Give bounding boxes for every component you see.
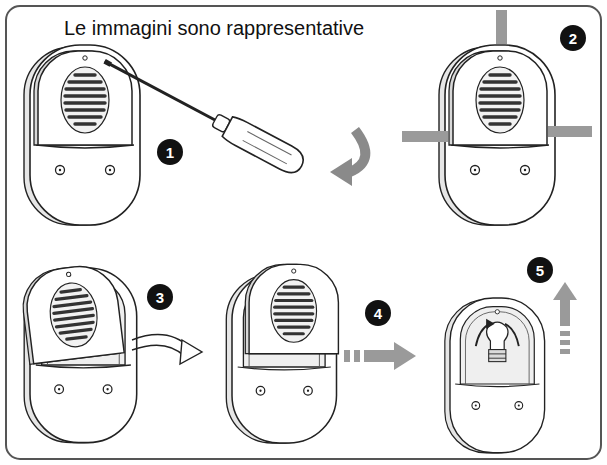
callout-text: 2 — [569, 31, 577, 46]
callout-number: 4 — [365, 300, 391, 326]
callout-text: 1 — [166, 145, 174, 160]
pull-arrow — [344, 342, 416, 370]
callout-text: 4 — [374, 306, 382, 321]
lift-arrow — [553, 282, 577, 354]
screwdriver — [99, 50, 308, 178]
title: Le immagini sono rappresentative — [64, 17, 364, 39]
frame — [6, 6, 601, 459]
rotate-arrow — [330, 130, 365, 186]
callout-number: 5 — [527, 257, 553, 283]
device-step-4 — [226, 264, 338, 443]
callout-number: 3 — [147, 284, 173, 310]
callout-text: 5 — [536, 263, 544, 278]
callout-number: 2 — [560, 25, 586, 51]
press-arrows — [402, 10, 592, 142]
callout-number: 1 — [157, 139, 183, 165]
device-step-5 — [445, 298, 545, 453]
tilt-arrow — [132, 335, 202, 364]
device-step-3 — [19, 262, 137, 442]
callout-text: 3 — [156, 290, 164, 305]
device-step-2 — [439, 45, 555, 225]
